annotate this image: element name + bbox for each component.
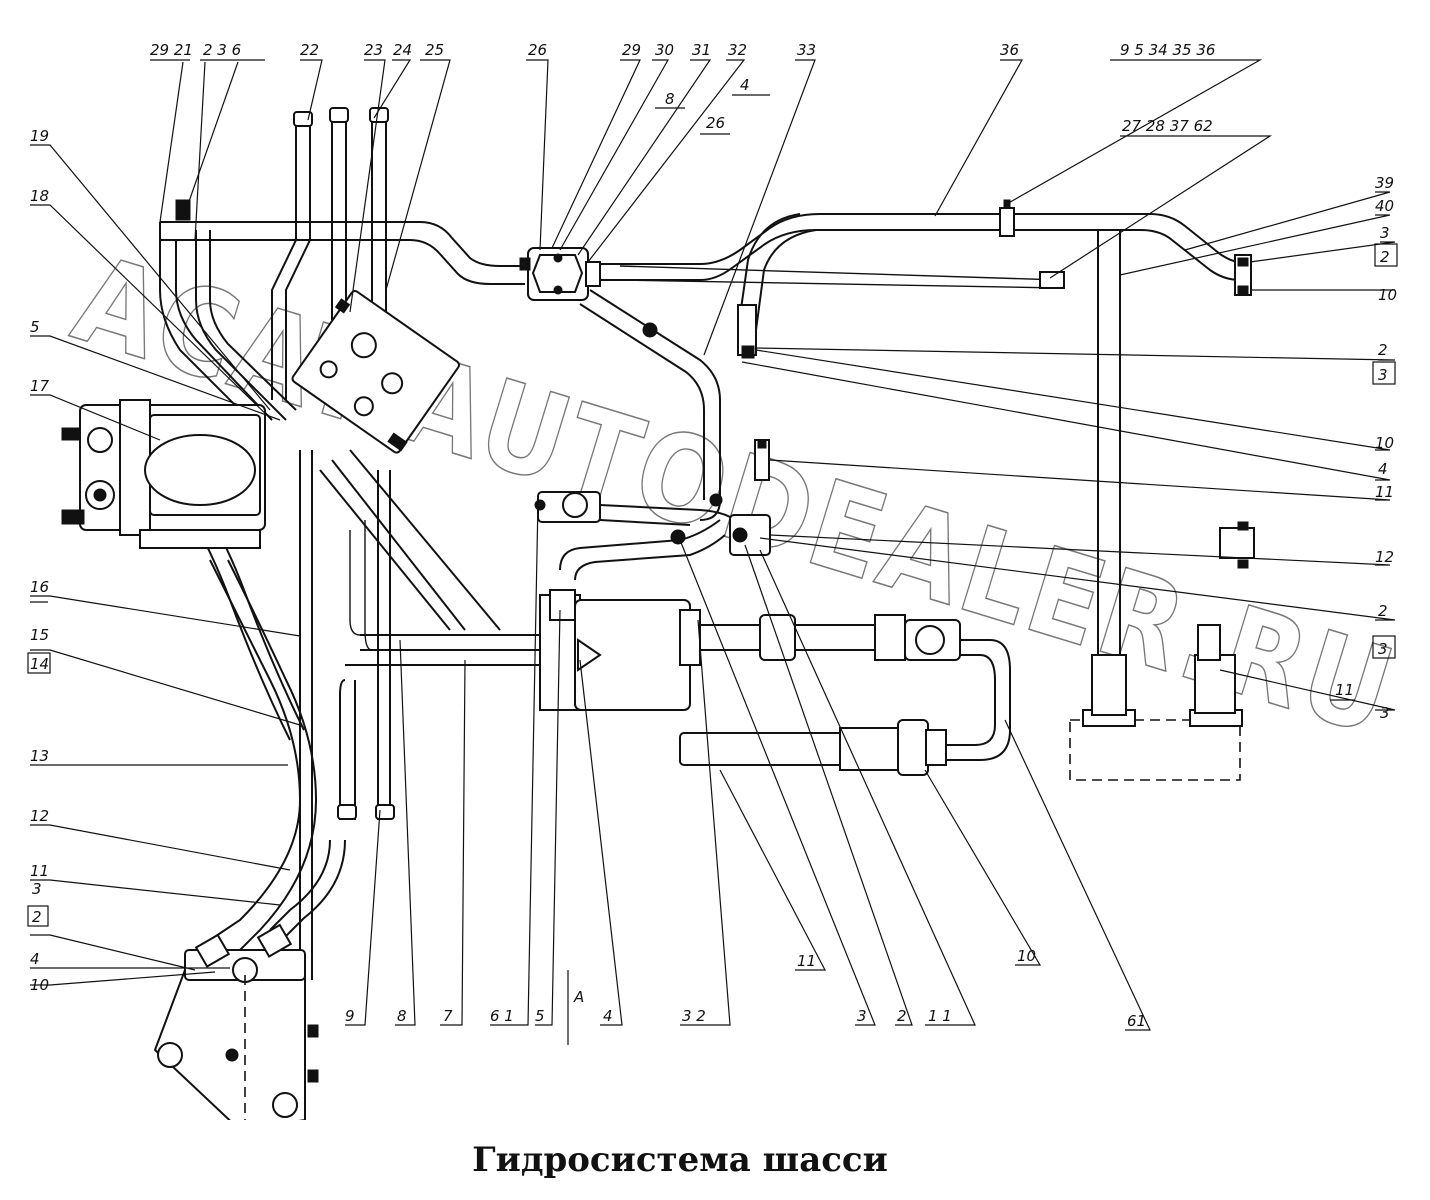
steering-pump-block	[61, 399, 266, 549]
distributor-tee	[519, 247, 601, 301]
label-11-over-3-11: 11	[1335, 681, 1354, 699]
label-15: 15	[30, 626, 49, 644]
center-fittings	[534, 322, 771, 556]
label-11: 11	[30, 862, 49, 880]
label-b-9: 9	[345, 1007, 355, 1025]
label-2-over-3-b-2: 2	[1378, 602, 1388, 620]
label-29: 29	[622, 41, 641, 59]
label-25: 25	[425, 41, 444, 59]
label-17: 17	[30, 377, 50, 395]
label-14: 14	[30, 655, 49, 673]
label-13: 13	[30, 747, 49, 765]
label-3-over-2-top-2: 2	[1380, 248, 1390, 266]
label-10-left: 10	[30, 976, 49, 994]
label-30: 30	[655, 41, 674, 59]
label-b-7: 7	[443, 1007, 453, 1025]
label-36: 36	[1000, 41, 1019, 59]
label-8-top: 8	[665, 90, 675, 108]
label-b-61: 61	[1127, 1012, 1146, 1030]
label-31: 31	[692, 41, 711, 59]
label-19: 19	[30, 127, 49, 145]
label-22: 22	[300, 41, 319, 59]
label-4-right: 4	[1378, 460, 1388, 478]
label-26: 26	[528, 41, 547, 59]
label-3-over-2-left-3: 3	[32, 880, 42, 898]
label-3-over-2-left-2: 2	[32, 908, 42, 926]
label-10-right-2: 10	[1375, 434, 1394, 452]
label-39: 39	[1375, 174, 1394, 192]
label-3-over-2-top-3: 3	[1380, 224, 1390, 242]
hydraulic-chassis-diagram: ACAT.AUTODEALER.RU	[27, 41, 1411, 1120]
pipe-network	[149, 110, 1241, 980]
filter-tube	[679, 719, 947, 776]
label-4-left: 4	[30, 950, 40, 968]
label-b-3-2: 3 2	[682, 1007, 706, 1025]
label-26-b: 26	[706, 114, 725, 132]
control-valve-block	[291, 290, 460, 454]
label-b-8: 8	[397, 1007, 407, 1025]
label-b-3: 3	[857, 1007, 867, 1025]
label-5-left: 5	[30, 318, 40, 336]
label-b-4: 4	[603, 1007, 613, 1025]
pipe-caps	[175, 107, 395, 820]
label-10-right: 10	[1378, 286, 1397, 304]
diagram-caption: Гидросистема шасси	[472, 1140, 888, 1180]
label-b-11: 11	[797, 952, 816, 970]
label-40: 40	[1375, 197, 1394, 215]
label-11-over-3-3: 3	[1380, 704, 1390, 722]
tank-mount	[1069, 624, 1243, 781]
label-12: 12	[30, 807, 49, 825]
section-mark-a: A	[573, 988, 584, 1006]
label-b-6-1: 6 1	[490, 1007, 514, 1025]
label-2-3-6: 2 3 6	[203, 41, 241, 59]
label-24: 24	[393, 41, 412, 59]
label-32: 32	[728, 41, 747, 59]
label-2-over-3-a-3: 3	[1378, 366, 1388, 384]
label-b-10: 10	[1017, 947, 1036, 965]
leader-lines	[30, 59, 1396, 1045]
label-2-over-3-b-3: 3	[1378, 640, 1388, 658]
label-29-21: 29 21	[150, 41, 193, 59]
callout-labels: 29 21 2 3 6 22 23 24 25 26 29 30 31 32 4…	[27, 41, 1398, 1030]
label-9-5-34-35-36: 9 5 34 35 36	[1120, 41, 1215, 59]
steering-bracket	[153, 923, 319, 1120]
label-b-5: 5	[535, 1007, 545, 1025]
label-33: 33	[797, 41, 816, 59]
label-b-1-1: 1 1	[928, 1007, 952, 1025]
label-4-top: 4	[740, 76, 750, 94]
label-18: 18	[30, 187, 49, 205]
fittings-top-right	[737, 199, 1255, 569]
label-2-over-3-a-2: 2	[1378, 341, 1388, 359]
label-27-28-37-62: 27 28 37 62	[1122, 117, 1213, 135]
label-16: 16	[30, 578, 49, 596]
label-12-right: 12	[1375, 548, 1394, 566]
label-b-2: 2	[897, 1007, 907, 1025]
label-23: 23	[364, 41, 383, 59]
label-11-right: 11	[1375, 483, 1394, 501]
